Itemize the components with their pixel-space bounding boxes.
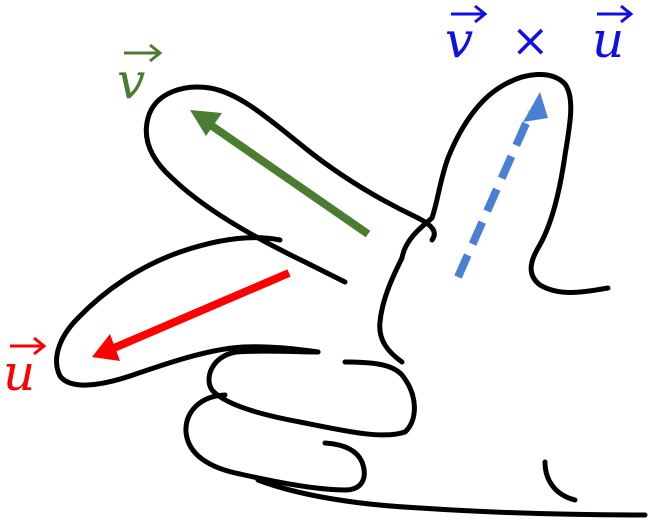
label-cross-op-text: × xyxy=(511,13,550,67)
label-cross-u-vector-arrow xyxy=(597,4,634,24)
vector-u-shaft xyxy=(112,269,291,352)
label-cross-v-vector-arrow xyxy=(451,4,488,24)
vector-cross-arrowhead xyxy=(523,92,548,122)
thumb xyxy=(399,71,611,296)
vector-v-arrowhead xyxy=(190,110,222,136)
hand-outline xyxy=(54,71,648,518)
middle-finger xyxy=(54,235,321,388)
vector-u-arrow xyxy=(92,269,291,361)
ring-finger-curled xyxy=(206,348,417,438)
pinky-curled xyxy=(183,392,367,493)
label-u: u xyxy=(3,336,47,402)
palm-edge xyxy=(377,255,405,365)
label-v-vector-arrow xyxy=(124,43,163,63)
vector-cross-arrow xyxy=(454,92,548,279)
vector-v-shaft xyxy=(209,122,371,238)
wrist-crease xyxy=(542,459,578,503)
label-v-text: v xyxy=(117,52,145,110)
label-cross-v-text: v xyxy=(445,11,473,69)
label-u-text: u xyxy=(3,344,35,402)
label-cross-product: v × u xyxy=(445,4,634,69)
label-v: v xyxy=(117,43,163,110)
label-u-vector-arrow xyxy=(10,336,47,356)
vector-cross-shaft xyxy=(454,110,535,279)
wrist-edge xyxy=(255,477,648,518)
index-finger xyxy=(143,84,437,285)
label-cross-u-text: u xyxy=(592,11,624,69)
vector-v-arrow xyxy=(190,110,371,238)
vector-u-arrowhead xyxy=(92,334,120,361)
